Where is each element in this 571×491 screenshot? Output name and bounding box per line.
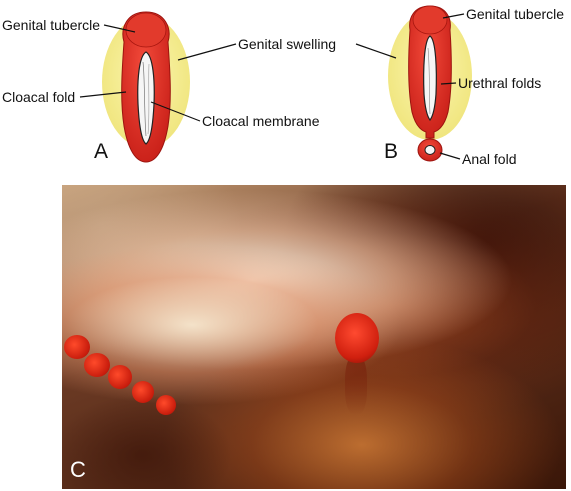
label-genital-tubercle-b: Genital tubercle — [466, 6, 564, 22]
diagram-a: Genital tubercle Genital swelling Cloaca… — [2, 11, 336, 163]
anal-membrane-b — [424, 145, 436, 155]
panel-letter-b: B — [384, 140, 398, 163]
panel-letter-a: A — [94, 140, 108, 163]
diagram-b: Genital tubercle Urethral folds Anal fol… — [355, 5, 564, 167]
panel-letter-c: C — [70, 457, 86, 482]
leader-genital-tubercle-a — [103, 24, 136, 33]
leader-cloacal-membrane-a — [150, 101, 201, 122]
urethral-groove-b — [423, 35, 437, 122]
fetal-photograph: C — [62, 185, 566, 489]
genital-tubercle-a — [125, 12, 167, 48]
genital-tubercle-photo — [335, 313, 379, 363]
genital-tubercle-b — [412, 5, 448, 35]
leader-urethral-folds-b — [440, 82, 457, 85]
label-anal-fold-b: Anal fold — [462, 151, 516, 167]
label-cloacal-fold-a: Cloacal fold — [2, 89, 75, 105]
leader-genital-swelling-b — [355, 43, 397, 59]
label-genital-tubercle-a: Genital tubercle — [2, 17, 100, 33]
cloacal-membrane-a — [137, 51, 155, 145]
leader-cloacal-fold-a — [79, 91, 127, 98]
label-urethral-folds-b: Urethral folds — [458, 75, 541, 91]
leader-genital-swelling-a — [177, 43, 237, 61]
embryo-diagrams: Genital tubercle Genital swelling Cloaca… — [2, 5, 564, 167]
label-genital-swelling-a: Genital swelling — [238, 36, 336, 52]
leader-anal-fold-b — [439, 152, 461, 160]
leader-genital-tubercle-b — [442, 13, 465, 19]
label-cloacal-membrane-a: Cloacal membrane — [202, 113, 320, 129]
